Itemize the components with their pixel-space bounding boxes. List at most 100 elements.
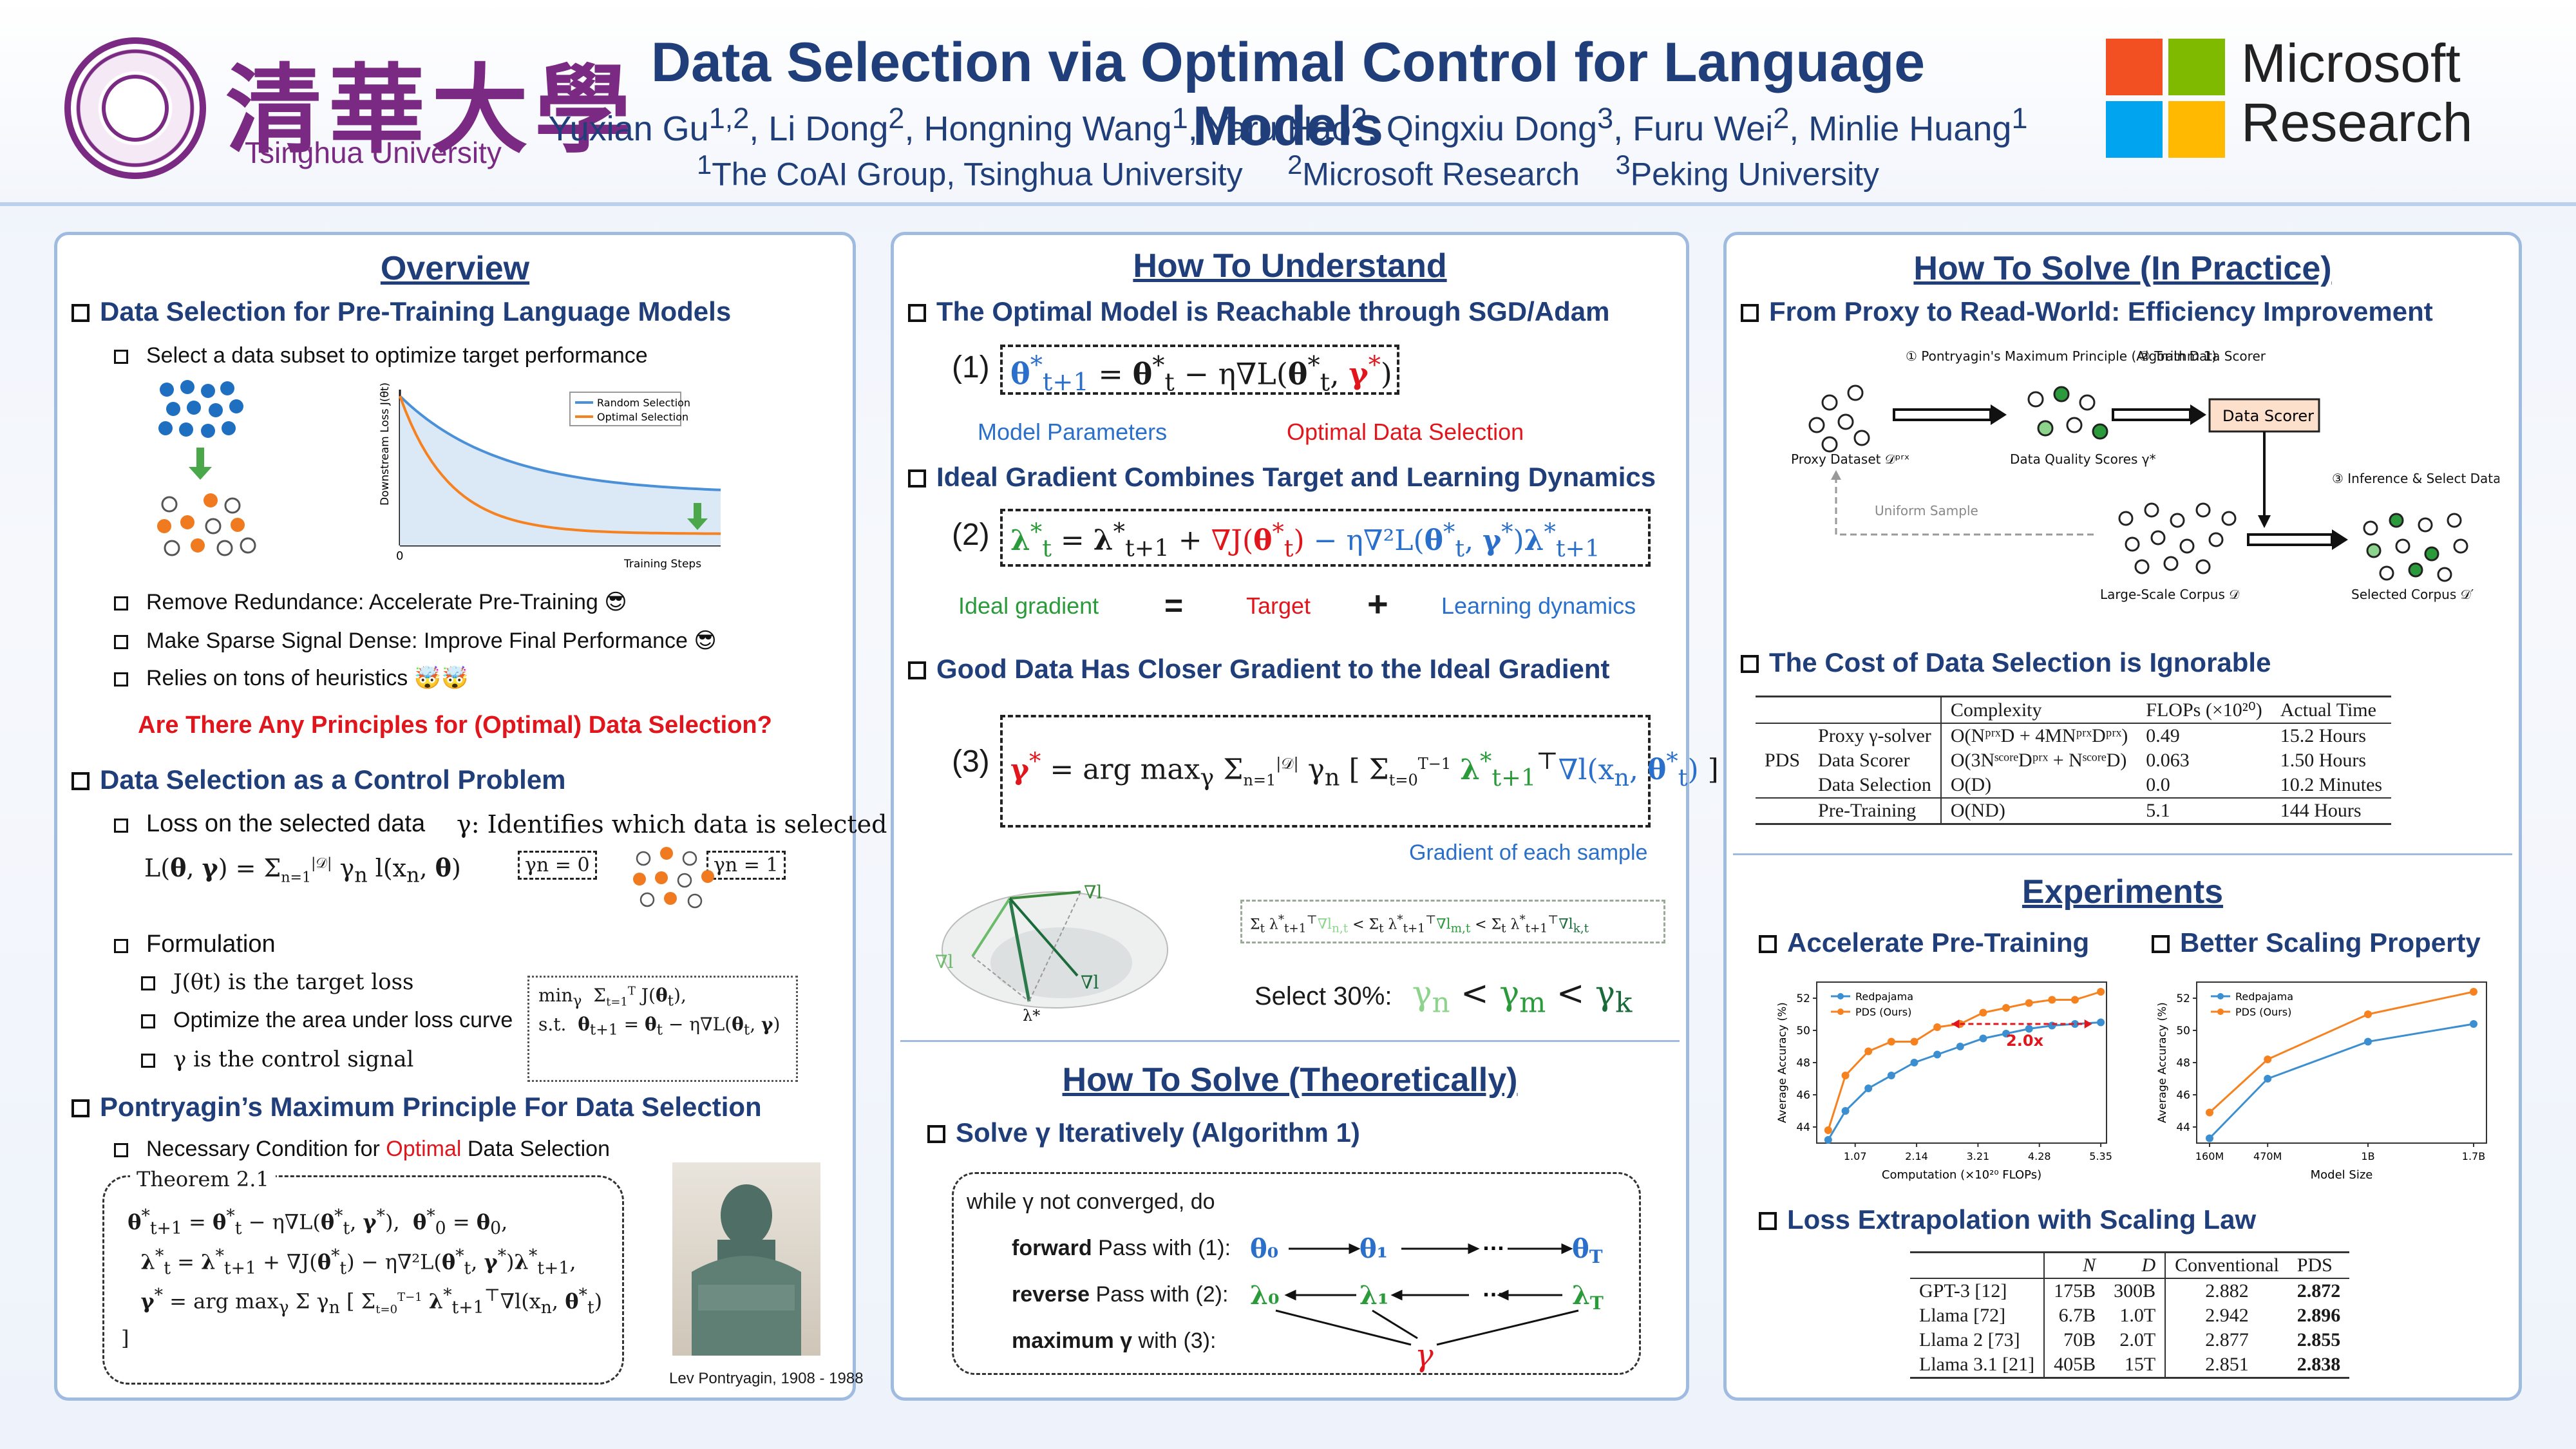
svg-text:∇l: ∇l <box>1084 882 1103 903</box>
microsoft-logo-icon <box>2106 39 2225 158</box>
x-tick-label: 1.7B <box>2462 1150 2485 1162</box>
sparse-dense-item: Make Sparse Signal Dense: Improve Final … <box>114 628 717 654</box>
y-tick-label: 44 <box>2176 1121 2190 1134</box>
speedup-arrowhead <box>1951 1019 1960 1028</box>
heading-proxy: From Proxy to Read-World: Efficiency Imp… <box>1741 296 2433 327</box>
data-point <box>2002 1004 2011 1012</box>
data-point <box>2206 1134 2213 1142</box>
y-tick-label: 52 <box>2176 992 2190 1005</box>
overview-panel: Overview Data Selection for Pre-Training… <box>54 232 887 1401</box>
y-tick-label: 46 <box>2176 1089 2190 1102</box>
x-tick-label: 470M <box>2253 1150 2282 1162</box>
x-tick-label: 3.21 <box>1967 1150 1990 1162</box>
data-point <box>1841 1072 1850 1079</box>
data-point <box>1824 1126 1832 1134</box>
gamma-dots-icon <box>633 847 714 909</box>
y-tick-label: 50 <box>1796 1025 1810 1037</box>
ideal-gradient-label: Ideal gradient <box>958 592 1099 619</box>
data-point <box>1979 1034 1987 1043</box>
heading-iterative: Solve γ Iteratively (Algorithm 1) <box>927 1117 1360 1148</box>
data-point <box>1887 1072 1895 1079</box>
experiments-title: Experiments <box>2022 873 2224 911</box>
eq1-number: (1) <box>952 350 990 384</box>
svg-text:λ₀: λ₀ <box>1250 1280 1280 1311</box>
heuristics-item: Relies on tons of heuristics 🤯🤯 <box>114 665 468 691</box>
target-loss-item: J(θt) is the target loss <box>141 969 414 995</box>
select-subset-item: Select a data subset to optimize target … <box>114 343 648 368</box>
gamma-zero-box: γn = 0 <box>518 851 597 880</box>
maximum-line: maximum γ with (3): <box>1012 1329 1217 1353</box>
data-point <box>1956 1043 1964 1050</box>
chart-frame <box>1816 981 2107 1144</box>
x-tick-label: 1B <box>2361 1150 2374 1162</box>
understand-title: How To Understand <box>1133 247 1447 285</box>
tsinghua-seal-logo <box>64 37 206 179</box>
data-point <box>1933 1050 1942 1059</box>
theorem-label: Theorem 2.1 <box>130 1163 276 1197</box>
reverse-pass-line: reverse Pass with (2): <box>1012 1282 1229 1307</box>
formulation-box: minγ Σt=1T J(θt), s.t. θt+1 = θt − η∇L(θ… <box>527 976 798 1082</box>
y-tick-label: 46 <box>1796 1089 1810 1102</box>
x-axis-label: Computation (×10²⁰ FLOPs) <box>1882 1168 2041 1182</box>
optimal-data-label: Optimal Data Selection <box>1287 419 1524 445</box>
svg-text:∇l: ∇l <box>1081 972 1099 993</box>
target-label: Target <box>1246 592 1311 619</box>
pipeline-diagram: ① Pontryagin's Maximum Principle (Algori… <box>1791 348 2499 602</box>
svg-text:λT: λT <box>1572 1280 1604 1314</box>
equation-2: λ*t = λ*t+1 + ∇J(θ*t) − η∇²L(θ*t, γ*)λ*t… <box>1000 509 1651 567</box>
data-point <box>1933 1023 1942 1031</box>
tsinghua-logo-chinese: 清華大學 <box>225 53 638 167</box>
heading-accelerate: Accelerate Pre-Training <box>1759 927 2089 958</box>
optimal-selection-line <box>399 395 721 535</box>
affiliations: 1The CoAI Group, Tsinghua University 2Mi… <box>697 149 1879 193</box>
legend-marker <box>1837 993 1844 999</box>
random-selection-line <box>399 395 721 491</box>
data-point <box>2025 1025 2033 1033</box>
step1-label: ① Pontryagin's Maximum Principle (Algori… <box>1906 348 2217 364</box>
data-scorer-box: Data Scorer <box>2222 407 2314 425</box>
data-point <box>1887 1037 1895 1046</box>
svg-text:θ₁: θ₁ <box>1359 1234 1388 1264</box>
while-line: while γ not converged, do <box>967 1189 1215 1214</box>
control-signal-item: γ is the control signal <box>141 1046 413 1072</box>
optimize-area-item: Optimize the area under loss curve <box>141 1008 513 1033</box>
x-axis-label: Model Size <box>2311 1168 2373 1182</box>
legend-optimal: Optimal Selection <box>597 411 688 423</box>
theorem-box: Theorem 2.1 θ*t+1 = θ*t − η∇L(θ*t, γ*), … <box>102 1163 624 1385</box>
y-tick-label: 48 <box>1796 1057 1810 1070</box>
series-line <box>2208 1023 2474 1139</box>
svg-text:…: … <box>1482 1275 1505 1302</box>
heading-ideal: Ideal Gradient Combines Target and Learn… <box>908 462 1656 493</box>
proxy-dataset-label: Proxy Dataset 𝒟ᵖʳˣ <box>1791 451 1909 467</box>
y-axis-label: Average Accuracy (%) <box>2156 1002 2169 1123</box>
pontryagin-portrait <box>672 1162 820 1356</box>
loss-curve-chart: Downstream Loss J(θt) Random Selection O… <box>379 383 721 570</box>
eq2-number: (2) <box>952 518 990 552</box>
data-point <box>2364 1037 2372 1046</box>
legend-label: Redpajama <box>2235 990 2293 1003</box>
data-point <box>2025 999 2033 1007</box>
understand-panel: How To Understand The Optimal Model is R… <box>891 232 1719 1401</box>
loss-equation: L(θ, γ) = Σn=1|𝒟| γn l(xn, θ) <box>144 853 461 887</box>
select-30: Select 30%: γn < γm < γk <box>1255 974 1633 1019</box>
loss-selected-item: Loss on the selected data <box>114 810 425 838</box>
principles-question: Are There Any Principles for (Optimal) D… <box>138 712 772 739</box>
data-point <box>2364 1010 2372 1018</box>
practice-title: How To Solve (In Practice) <box>1913 250 2332 287</box>
large-corpus-label: Large-Scale Corpus 𝒟 <box>2100 587 2239 602</box>
legend-marker <box>2217 993 2224 999</box>
data-point <box>2470 988 2477 996</box>
selected-corpus-label: Selected Corpus 𝒟′ <box>2351 587 2474 602</box>
formulation-item: Formulation <box>114 931 276 958</box>
legend-label: PDS (Ours) <box>2235 1006 2291 1018</box>
